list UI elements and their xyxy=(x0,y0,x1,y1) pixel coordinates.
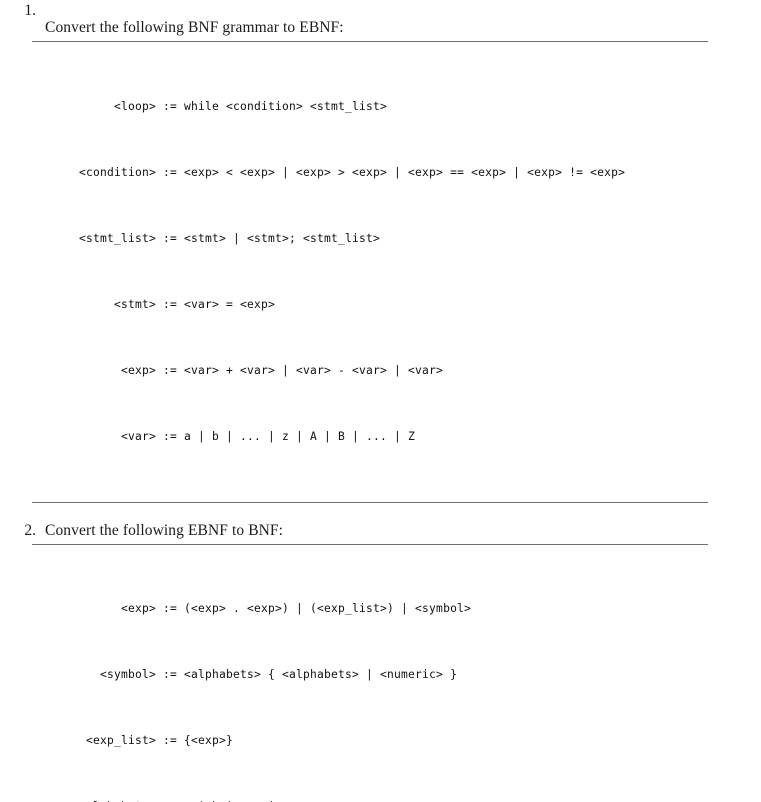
grammar-block-2: <exp>:=(<exp> . <exp>) | (<exp_list>) | … xyxy=(32,544,708,802)
question-number-1: 1. xyxy=(0,0,36,21)
rule-rhs: <stmt> | <stmt>; <stmt_list> xyxy=(184,232,380,245)
grammar-lines-1: <loop>:=while <condition> <stmt_list> <c… xyxy=(32,42,708,502)
rule-lhs: <stmt_list> xyxy=(32,231,156,248)
rule-rhs: a | b | ... | z | A | B | ... | Z xyxy=(184,430,415,443)
rule-op: := xyxy=(156,601,184,618)
rule-lhs: <symbol> xyxy=(32,667,156,684)
grammar-rule: <stmt_list>:=<stmt> | <stmt>; <stmt_list… xyxy=(32,231,708,248)
grammar-rule: <condition>:=<exp> < <exp> | <exp> > <ex… xyxy=(32,165,708,182)
rule-op: := xyxy=(156,667,184,684)
rule-lhs: <loop> xyxy=(32,99,156,116)
grammar-lines-2: <exp>:=(<exp> . <exp>) | (<exp_list>) | … xyxy=(32,545,708,802)
rule-lhs: <var> xyxy=(32,429,156,446)
grammar-rule: <var>:=a | b | ... | z | A | B | ... | Z xyxy=(32,429,708,446)
grammar-rule: <stmt>:=<var> = <exp> xyxy=(32,297,708,314)
question-item-2: 2. Convert the following EBNF to BNF: <e… xyxy=(0,520,761,802)
rule-lhs: <exp_list> xyxy=(32,733,156,750)
rule-rhs: <var> = <exp> xyxy=(184,298,275,311)
rule-rhs: a | b | ... | z xyxy=(184,800,289,802)
rule-op: := xyxy=(156,733,184,750)
rule-rhs: {<exp>} xyxy=(184,734,233,747)
rule-lhs: <condition> xyxy=(32,165,156,182)
grammar-rule: <loop>:=while <condition> <stmt_list> xyxy=(32,99,708,116)
grammar-rule: <exp_list>:={<exp>} xyxy=(32,733,708,750)
rule-op: := xyxy=(156,297,184,314)
grammar-rule: <alphabets>:=a | b | ... | z xyxy=(32,799,708,802)
rule-op: := xyxy=(156,99,184,116)
grammar-rule: <symbol>:=<alphabets> { <alphabets> | <n… xyxy=(32,667,708,684)
question-prompt-2: Convert the following EBNF to BNF: xyxy=(45,520,761,541)
rule-op: := xyxy=(156,429,184,446)
rule-lhs: <exp> xyxy=(32,601,156,618)
rule-lhs: <alphabets> xyxy=(32,799,156,802)
question-number-2: 2. xyxy=(0,520,36,541)
rule-op: := xyxy=(156,363,184,380)
rule-op: := xyxy=(156,799,184,802)
grammar-rule: <exp>:=(<exp> . <exp>) | (<exp_list>) | … xyxy=(32,601,708,618)
question-prompt-1: Convert the following BNF grammar to EBN… xyxy=(45,17,761,38)
rule-lhs: <stmt> xyxy=(32,297,156,314)
document-page: 1. Convert the following BNF grammar to … xyxy=(0,0,761,401)
rule-rhs: (<exp> . <exp>) | (<exp_list>) | <symbol… xyxy=(184,602,471,615)
section-gap-1 xyxy=(0,503,761,520)
question-item-1: 1. Convert the following BNF grammar to … xyxy=(0,0,761,503)
rule-op: := xyxy=(156,231,184,248)
rule-rhs: <alphabets> { <alphabets> | <numeric> } xyxy=(184,668,457,681)
rule-rhs: while <condition> <stmt_list> xyxy=(184,100,387,113)
rule-op: := xyxy=(156,165,184,182)
rule-rhs: <var> + <var> | <var> - <var> | <var> xyxy=(184,364,443,377)
rule-rhs: <exp> < <exp> | <exp> > <exp> | <exp> ==… xyxy=(184,166,625,179)
grammar-rule: <exp>:=<var> + <var> | <var> - <var> | <… xyxy=(32,363,708,380)
rule-lhs: <exp> xyxy=(32,363,156,380)
grammar-block-1: <loop>:=while <condition> <stmt_list> <c… xyxy=(32,41,708,503)
